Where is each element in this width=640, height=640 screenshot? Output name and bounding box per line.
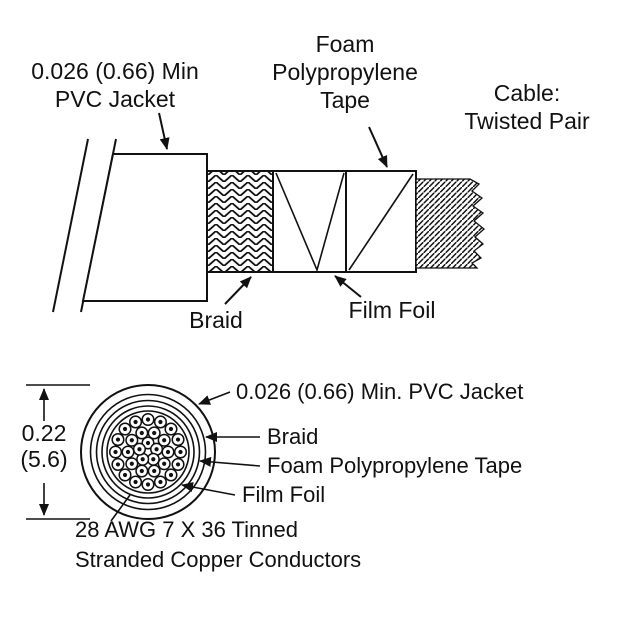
conductor-core-dot: [137, 447, 142, 452]
pvc-jacket-label-line1: 0.026 (0.66) Min: [31, 58, 198, 84]
cs-braid-label: Braid: [267, 424, 318, 449]
cs-jacket-label: 0.026 (0.66) Min. PVC Jacket: [236, 379, 523, 404]
conductor-core-dot: [158, 479, 163, 485]
conductor-core-dot: [133, 479, 138, 485]
cs-conductors-label-line2: Stranded Copper Conductors: [75, 547, 361, 572]
foam-tape-label-line3: Tape: [320, 87, 370, 113]
braid-label: Braid: [189, 307, 243, 333]
foam-tape-wrap-lines: [275, 172, 345, 273]
foam-tape-outer-circle: [95, 399, 201, 505]
film-foil-arrow: [334, 275, 362, 298]
pvc-jacket-section: [81, 153, 208, 302]
cs-film-foil-label: Film Foil: [242, 482, 325, 507]
braid-arrow: [224, 276, 252, 305]
conductor-core-dot: [178, 449, 183, 455]
film-foil-outer-circle: [101, 405, 195, 499]
foam-tape-label-line1: Foam: [316, 31, 375, 57]
conductor-core-dot: [175, 462, 181, 467]
conductor-core-dot: [162, 461, 167, 466]
foam-tape-arrow: [368, 126, 388, 168]
conductor-core-dot: [158, 419, 163, 425]
conductor-core-dot: [151, 457, 156, 462]
conductors: [108, 412, 188, 492]
conductor-core-dot: [154, 447, 159, 452]
jacket-cut-line-outer: [52, 138, 89, 313]
cross-section-view: 0.22 (5.6) 0.026 (0.66) Min. PVC Jacket …: [20, 379, 523, 572]
conductor-core-dot: [125, 449, 131, 455]
conductor-core-dot: [122, 472, 128, 478]
conductor-core-dot: [152, 468, 157, 474]
foam-tape-section: [272, 170, 347, 273]
conductor-core-dot: [115, 462, 121, 467]
diameter-value: 0.22: [22, 420, 67, 446]
conductor-core-dot: [115, 437, 121, 442]
conductor-core-dot: [168, 472, 174, 478]
conductor-core-dot: [145, 440, 151, 446]
diameter-dimension: 0.22 (5.6): [20, 384, 90, 520]
pvc-jacket-label-line2: PVC Jacket: [55, 86, 176, 112]
film-foil-label: Film Foil: [349, 297, 436, 323]
conductor-core-dot: [145, 417, 151, 422]
conductor-core-dot: [145, 482, 151, 487]
foam-tape-label-line2: Polypropylene: [272, 59, 418, 85]
cs-foam-tape-label: Foam Polypropylene Tape: [267, 453, 522, 478]
cs-conductors-leader: [110, 494, 131, 522]
cable-type-label-line2: Twisted Pair: [464, 108, 590, 134]
cs-conductors-label-line1: 28 AWG 7 X 36 Tinned: [75, 517, 298, 542]
pvc-jacket-arrow: [158, 112, 170, 150]
conductor-core-dot: [129, 461, 134, 466]
conductor-core-dot: [168, 426, 174, 432]
conductor-core-dot: [165, 449, 171, 455]
conductor-core-dot: [133, 419, 138, 425]
film-foil-section: [345, 170, 417, 273]
conductor-core-dot: [129, 438, 134, 443]
braid-section: [206, 170, 274, 273]
conductor-core-dot: [140, 457, 145, 462]
cable-type-label-line1: Cable:: [494, 80, 560, 106]
twisted-pair-section: [415, 178, 486, 269]
film-foil-inner-circle: [106, 410, 190, 494]
conductor-core-dot: [162, 438, 167, 443]
conductor-core-dot: [175, 437, 181, 442]
cs-film-foil-leader: [181, 482, 236, 496]
conductor-core-dot: [113, 449, 118, 455]
diameter-value-metric: (5.6): [20, 446, 67, 472]
cutaway-view: 0.026 (0.66) Min PVC Jacket Foam Polypro…: [31, 31, 590, 333]
cs-foam-tape-leader: [199, 456, 261, 467]
conductor-core-dot: [152, 430, 157, 436]
cs-jacket-leader: [198, 391, 231, 405]
conductor-core-dot: [139, 430, 144, 436]
braid-outer-circle: [89, 393, 207, 511]
foam-tape-rect: [272, 170, 347, 273]
conductor-core-dot: [122, 426, 128, 432]
conductor-core-dot: [139, 468, 144, 474]
jacket-outer-circle: [80, 384, 216, 520]
film-foil-wrap-line: [348, 173, 414, 271]
